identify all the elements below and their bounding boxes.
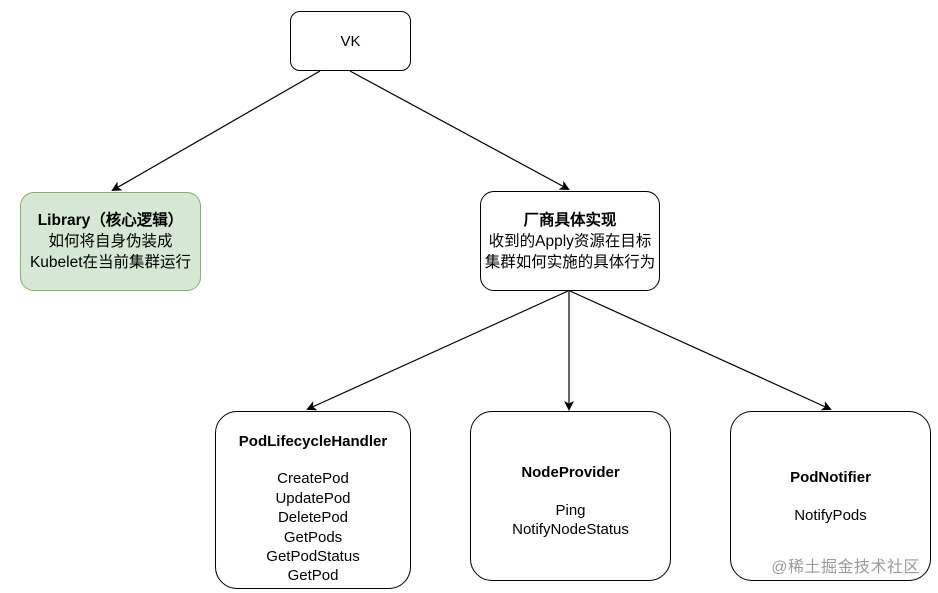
- method-item: DeletePod: [277, 509, 349, 527]
- node-vk-label: VK: [340, 32, 361, 50]
- node-node-provider: NodeProvider Ping NotifyNodeStatus: [470, 411, 671, 581]
- edge-root-to-vendor: [349, 70, 570, 190]
- edge-vendor-to-podnotifier: [569, 290, 832, 411]
- method-item: UpdatePod: [275, 489, 351, 507]
- node-library-title: Library（核心逻辑）: [37, 212, 184, 229]
- node-pod-lifecycle-handler: PodLifecycleHandler CreatePod UpdatePod …: [215, 411, 411, 589]
- edge-root-to-library: [111, 70, 321, 191]
- node-library-line: Kubelet在当前集群运行: [29, 254, 192, 271]
- node-vendor-implementation: 厂商具体实现 收到的Apply资源在目标 集群如何实施的具体行为: [480, 191, 660, 291]
- method-item: NotifyNodeStatus: [512, 521, 629, 538]
- node-vendor-title: 厂商具体实现: [523, 211, 617, 229]
- edge-vendor-to-podlifecyclehandler: [306, 290, 569, 411]
- node-vendor-line: 收到的Apply资源在目标: [488, 232, 652, 250]
- method-item: Ping: [555, 502, 586, 519]
- node-node-provider-title: NodeProvider: [521, 464, 620, 481]
- watermark-text: @稀土掘金技术社区: [771, 559, 920, 576]
- node-vk: VK: [290, 11, 411, 71]
- method-item: GetPod: [287, 567, 339, 585]
- node-vendor-line: 集群如何实施的具体行为: [484, 253, 656, 271]
- node-pod-lifecycle-handler-title: PodLifecycleHandler: [238, 433, 388, 450]
- method-item: CreatePod: [277, 470, 349, 488]
- method-item: GetPodStatus: [266, 548, 360, 566]
- node-library-line: 如何将自身伪装成: [48, 233, 173, 250]
- node-pod-notifier: PodNotifier NotifyPods: [730, 411, 931, 581]
- node-pod-notifier-title: PodNotifier: [790, 468, 871, 486]
- method-item: GetPods: [283, 528, 343, 546]
- node-library: Library（核心逻辑） 如何将自身伪装成 Kubelet在当前集群运行: [20, 192, 201, 291]
- method-item: NotifyPods: [794, 506, 867, 524]
